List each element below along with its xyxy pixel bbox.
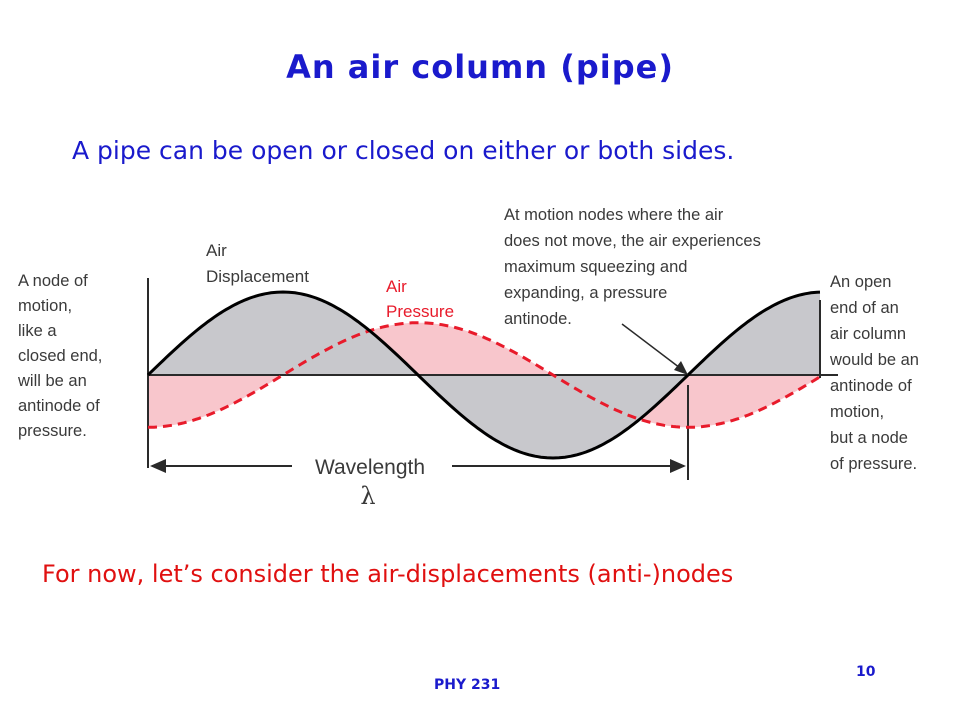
air-pressure-label: Air Pressure xyxy=(386,277,454,321)
arrowhead-left-icon xyxy=(150,459,166,473)
motion-node-note-line: At motion nodes where the air xyxy=(504,206,724,224)
closed-end-note-line: pressure. xyxy=(18,422,87,440)
air-displacement-label-line: Displacement xyxy=(206,267,309,286)
motion-node-note-line: maximum squeezing and xyxy=(504,258,687,276)
closed-end-note-line: A node of xyxy=(18,272,88,290)
node-pointer-arrowhead-icon xyxy=(674,361,688,375)
pressure-curve xyxy=(148,321,821,429)
closed-end-note-line: like a xyxy=(18,322,57,340)
open-end-note: An open end of an air column would be an… xyxy=(829,273,924,473)
bottom-note: For now, let’s consider the air-displace… xyxy=(42,560,734,588)
motion-node-note-line: expanding, a pressure xyxy=(504,284,667,302)
open-end-note-line: antinode of xyxy=(830,377,912,395)
air-pressure-label-line: Pressure xyxy=(386,302,454,321)
lambda-label: λ xyxy=(360,482,375,510)
closed-end-note-line: closed end, xyxy=(18,347,102,365)
open-end-note-line: air column xyxy=(830,325,906,343)
open-end-note-line: motion, xyxy=(830,403,884,421)
closed-end-note-line: antinode of xyxy=(18,397,100,415)
open-end-note-line: of pressure. xyxy=(830,455,917,473)
motion-node-note-line: does not move, the air experiences xyxy=(504,232,761,250)
wavelength-label: Wavelength xyxy=(315,456,425,479)
course-label: PHY 231 xyxy=(434,677,501,693)
open-end-note-line: but a node xyxy=(830,429,908,447)
air-column-diagram: Wavelength λ Air Displacement Air Pressu… xyxy=(17,206,924,510)
page-number: 10 xyxy=(856,664,876,680)
air-displacement-label-line: Air xyxy=(206,241,227,260)
arrowhead-right-icon xyxy=(670,459,686,473)
slide-subtitle: A pipe can be open or closed on either o… xyxy=(72,136,735,165)
slide-title: An air column (pipe) xyxy=(286,48,674,86)
air-displacement-label: Air Displacement xyxy=(206,241,309,286)
displacement-curve xyxy=(146,290,821,460)
closed-end-note-line: will be an xyxy=(17,372,87,390)
open-end-note-line: would be an xyxy=(829,351,919,369)
motion-node-note: At motion nodes where the air does not m… xyxy=(504,206,765,328)
node-pointer-line xyxy=(621,323,685,372)
air-pressure-label-line: Air xyxy=(386,277,407,296)
closed-end-note: A node of motion, like a closed end, wil… xyxy=(17,272,107,440)
open-end-note-line: An open xyxy=(830,273,891,291)
open-end-note-line: end of an xyxy=(830,299,899,317)
motion-node-note-line: antinode. xyxy=(504,310,572,328)
closed-end-note-line: motion, xyxy=(18,297,72,315)
